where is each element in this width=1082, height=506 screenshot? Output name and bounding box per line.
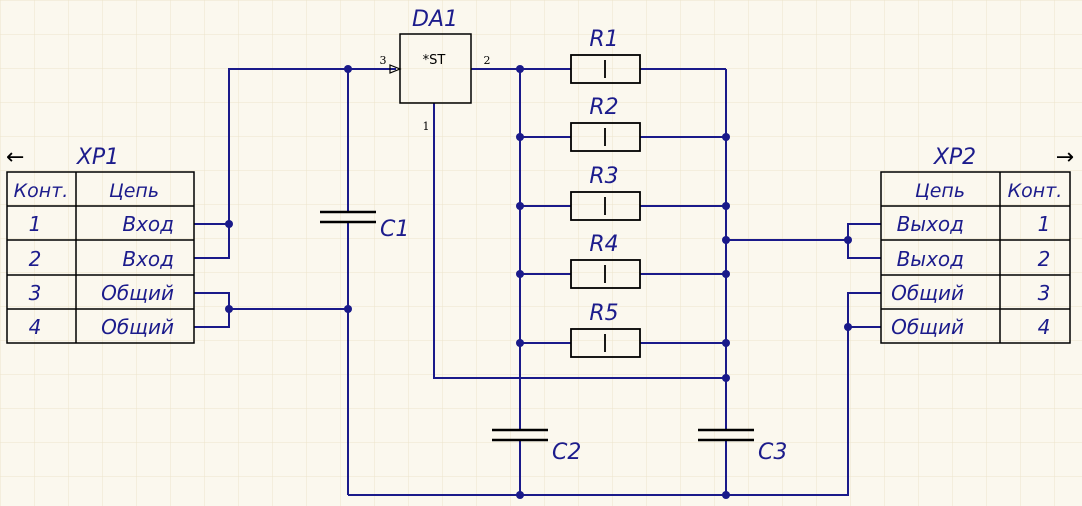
xp2-header-net: Цепь — [915, 180, 965, 202]
xp1-row1-net: Вход — [122, 212, 174, 236]
wire-xp2-common-loop — [847, 292, 881, 328]
resistors: R1 R2 R3 R4 R5 — [570, 27, 641, 358]
junctions — [225, 65, 852, 499]
xp1-header-contact: Конт. — [14, 180, 69, 202]
xp2-row2-contact: 2 — [1038, 247, 1051, 271]
xp1-row3-net: Общий — [101, 281, 174, 305]
ic-da1: DA1 *ST 3 2 1 — [380, 7, 491, 133]
xp1-row3-contact: 3 — [29, 281, 42, 305]
wire-xp1-input-loop — [194, 223, 230, 259]
xp2-row1-contact: 1 — [1038, 212, 1051, 236]
resistor-r2-label: R2 — [589, 95, 618, 120]
xp2-row2-net: Выход — [897, 247, 964, 271]
input-arrow-icon — [389, 64, 402, 74]
resistor-r4-label: R4 — [589, 232, 618, 257]
capacitor-c3-label: C3 — [758, 440, 787, 465]
wires — [194, 68, 881, 496]
resistor-r4: R4 — [570, 232, 641, 289]
capacitor-c2: C2 — [492, 428, 581, 465]
wire-ic-pin1 — [433, 103, 726, 379]
xp1-row4-net: Общий — [101, 315, 174, 339]
xp2-row4-contact: 4 — [1038, 315, 1051, 339]
capacitor-c1: C1 — [320, 210, 409, 242]
connector-xp2: XP2 → Цепь Конт. Выход 1 Выход 2 Общий 3… — [880, 145, 1074, 344]
wire-common-bus-bottom — [348, 327, 849, 496]
connector-xp1: ← XP1 Конт. Цепь 1 Вход 2 Вход 3 Общий 4… — [6, 145, 195, 344]
ic-pin-gnd-number: 1 — [423, 120, 430, 133]
resistor-r3: R3 — [570, 164, 641, 221]
ic-function-label: *ST — [423, 53, 446, 68]
resistor-r1-label: R1 — [589, 27, 618, 52]
xp1-row2-net: Вход — [122, 247, 174, 271]
resistor-r5-label: R5 — [589, 301, 618, 326]
ic-pin-out-number: 2 — [484, 54, 491, 67]
capacitors: C1 C2 C3 — [320, 210, 787, 465]
xp1-row1-contact: 1 — [29, 212, 42, 236]
xp1-row2-contact: 2 — [29, 247, 42, 271]
resistor-r3-label: R3 — [589, 164, 618, 189]
xp2-row1-net: Выход — [897, 212, 964, 236]
connector-xp1-arrow-icon: ← — [6, 145, 24, 170]
capacitor-c1-label: C1 — [380, 217, 409, 242]
xp2-row4-net: Общий — [891, 315, 964, 339]
connector-xp2-label: XP2 — [933, 145, 976, 170]
xp2-header-contact: Конт. — [1008, 180, 1063, 202]
connector-xp2-arrow-icon: → — [1056, 145, 1074, 170]
capacitor-c3: C3 — [698, 428, 787, 465]
capacitor-c2-label: C2 — [552, 440, 581, 465]
xp2-row3-contact: 3 — [1038, 281, 1051, 305]
resistor-r5: R5 — [570, 301, 641, 358]
wire-input-to-ic — [228, 68, 396, 224]
xp2-row3-net: Общий — [891, 281, 964, 305]
xp1-header-net: Цепь — [109, 180, 159, 202]
ic-ref-label: DA1 — [412, 7, 458, 32]
resistor-r1: R1 — [570, 27, 641, 84]
resistor-r2: R2 — [570, 95, 641, 152]
xp1-row4-contact: 4 — [29, 315, 42, 339]
ic-pin-in-number: 3 — [380, 54, 387, 67]
connector-xp1-label: XP1 — [76, 145, 119, 170]
